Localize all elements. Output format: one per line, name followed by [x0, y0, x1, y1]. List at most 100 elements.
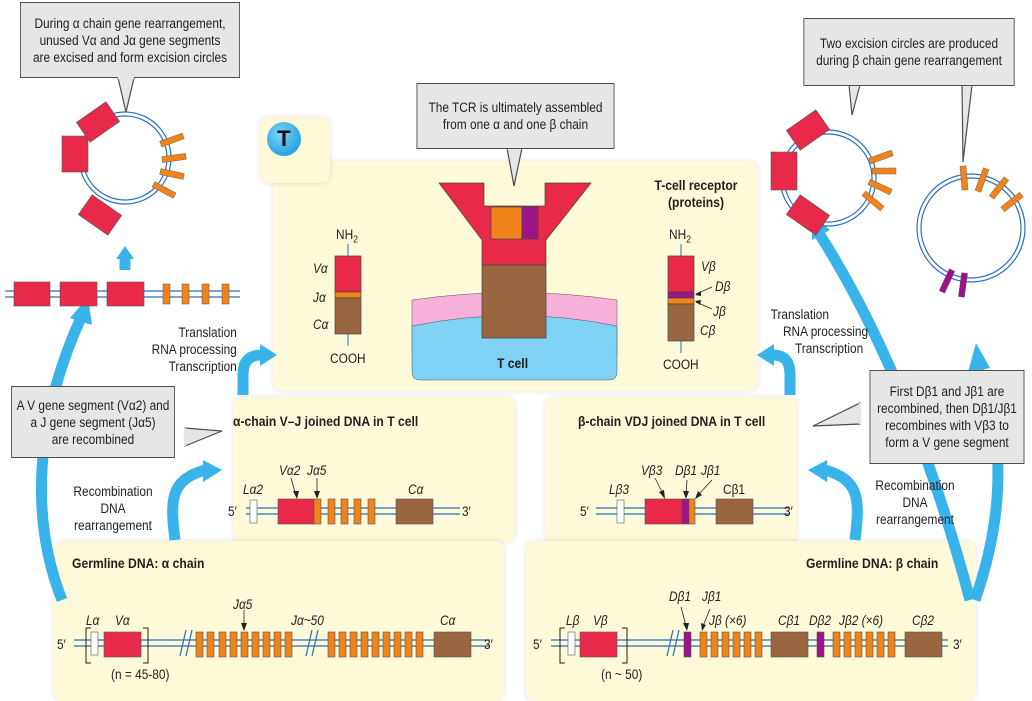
alpha-germline-leader: Lα: [86, 613, 100, 628]
callout-line: unused Vα and Jα gene segments: [39, 32, 221, 48]
callout-line: are excised and form excision circles: [32, 49, 228, 65]
alpha-excision-circle: [61, 101, 187, 236]
alpha-joined-j: Jα5: [307, 463, 327, 478]
alpha-v-label: Vα: [313, 261, 328, 276]
process-line: DNA: [100, 501, 126, 516]
callout-line: form a V gene segment: [885, 435, 1009, 450]
beta-j-label: Jβ: [713, 304, 726, 319]
alpha-joined-three-prime: 3′: [462, 504, 471, 519]
alpha-joined-dna: [246, 477, 460, 525]
alpha-germline-v: Vα: [115, 613, 130, 628]
process-line: Translation: [178, 325, 237, 340]
v-segment: [61, 135, 89, 173]
j-segment: [159, 168, 185, 180]
process-line: Translation: [770, 307, 829, 322]
beta-joined-c: Cβ1: [723, 482, 746, 497]
alpha-germline-j50: Jα~50: [291, 613, 324, 628]
arrowhead-left-mid: [203, 460, 222, 482]
callout-line: during β chain gene rearrangement: [816, 53, 1002, 68]
v-segment: [77, 194, 123, 236]
right-expression-label: Translation RNA processing Transcription: [771, 306, 869, 357]
beta-joined-dna: [596, 477, 790, 525]
beta-germline-jx6: Jβ (×6): [709, 613, 747, 628]
beta-germline-v: Vβ: [593, 613, 608, 628]
alpha-joined-title: α-chain V–J joined DNA in T cell: [233, 414, 419, 429]
receptor-title: T-cell receptor (proteins): [647, 177, 746, 211]
beta-germline-c2: Cβ2: [912, 613, 934, 628]
callout-line: recombines with Vβ3 to: [885, 418, 1009, 433]
beta-joined-v: Vβ3: [641, 463, 663, 478]
beta-joined-leader: Lβ3: [609, 482, 630, 497]
process-line: RNA processing: [782, 324, 869, 339]
left-mid-arrow: [167, 464, 207, 541]
beta-germline-leader: Lβ: [566, 613, 580, 628]
alpha-germline-title: Germline DNA: α chain: [72, 556, 205, 571]
alpha-cooh-label: COOH: [330, 351, 366, 366]
callout-line: First Dβ1 and Jβ1 are: [889, 384, 1005, 399]
beta-v-label: Vβ: [701, 259, 716, 274]
beta-germline-d2: Dβ2: [809, 613, 831, 628]
j-segment: [151, 181, 177, 199]
callout-line: from one α and one β chain: [442, 117, 589, 132]
right-recombination-label: Recombination DNA rearrangement: [875, 477, 954, 528]
callout-line: are recombined: [51, 431, 135, 447]
beta-cooh-label: COOH: [663, 357, 699, 372]
alpha-nh2-label: NH2: [336, 227, 359, 246]
receptor-d-region: [521, 206, 539, 240]
process-line: Transcription: [794, 341, 864, 356]
beta-germline-title: Germline DNA: β chain: [806, 556, 939, 571]
alpha-germline-three-prime: 3′: [484, 637, 493, 652]
alpha-germline-panel: [54, 541, 504, 701]
arrowhead-right-expression: [757, 344, 774, 366]
alpha-chain-protein: [334, 244, 362, 346]
beta-excision-circle-2: [916, 165, 1026, 298]
v-segment: [75, 101, 121, 143]
beta-germline-panel: [526, 541, 976, 701]
process-line: Transcription: [168, 359, 237, 374]
arrowhead-right-mid: [808, 460, 827, 482]
t-cell-label: T cell: [497, 356, 529, 371]
beta-c-label: Cβ: [700, 323, 716, 338]
beta-joined-title: β-chain VDJ joined DNA in T cell: [578, 414, 766, 429]
beta-joined-five-prime: 5′: [580, 504, 589, 519]
beta-germline-c1: Cβ1: [778, 613, 800, 628]
beta-germline-j1: Jβ1: [702, 589, 722, 604]
beta-d-label: Dβ: [715, 279, 731, 294]
beta-chain-protein: [667, 244, 713, 353]
j-segment: [161, 153, 187, 163]
callout-line: During α chain gene rearrangement,: [34, 15, 226, 31]
t-cell-illustration: [411, 182, 618, 381]
right-expression-arrow: [771, 349, 796, 395]
receptor-j-region: [490, 206, 523, 240]
alpha-joined-five-prime: 5′: [228, 504, 237, 519]
arrowhead-right-outer: [968, 343, 990, 372]
right-mid-arrow: [823, 464, 863, 541]
left-expression-label: Translation RNA processing Transcription: [152, 324, 237, 375]
left-expression-arrow: [237, 349, 263, 395]
beta-germline-three-prime: 3′: [953, 637, 962, 652]
beta-joined-j: Jβ1: [701, 463, 721, 478]
left-outer-arrow: [36, 317, 86, 603]
diagram-graphics: [5, 101, 1026, 664]
alpha-germline-j5: Jα5: [233, 597, 253, 612]
alpha-excised-linear: [5, 281, 240, 307]
alpha-c-label: Cα: [313, 317, 329, 332]
alpha-germline-dna: [74, 610, 490, 664]
j-segment: [159, 132, 185, 148]
left-recombination-label: Recombination DNA rearrangement: [73, 483, 152, 534]
beta-germline-five-prime: 5′: [533, 637, 542, 652]
alpha-joined-c: Cα: [408, 482, 424, 497]
process-line: DNA: [902, 495, 928, 510]
process-line: rearrangement: [876, 512, 954, 527]
beta-germline-dna: [551, 606, 948, 664]
arrowhead-left-expression: [260, 344, 277, 366]
callout-line: a J gene segment (Jα5): [30, 414, 156, 430]
process-line: Recombination: [73, 484, 153, 499]
process-line: Recombination: [875, 478, 955, 493]
arrowhead-alpha-circle: [116, 246, 134, 259]
alpha-excision-callout: During α chain gene rearrangement,unused…: [20, 2, 240, 78]
beta-germline-j2x6: Jβ2 (×6): [839, 613, 884, 628]
